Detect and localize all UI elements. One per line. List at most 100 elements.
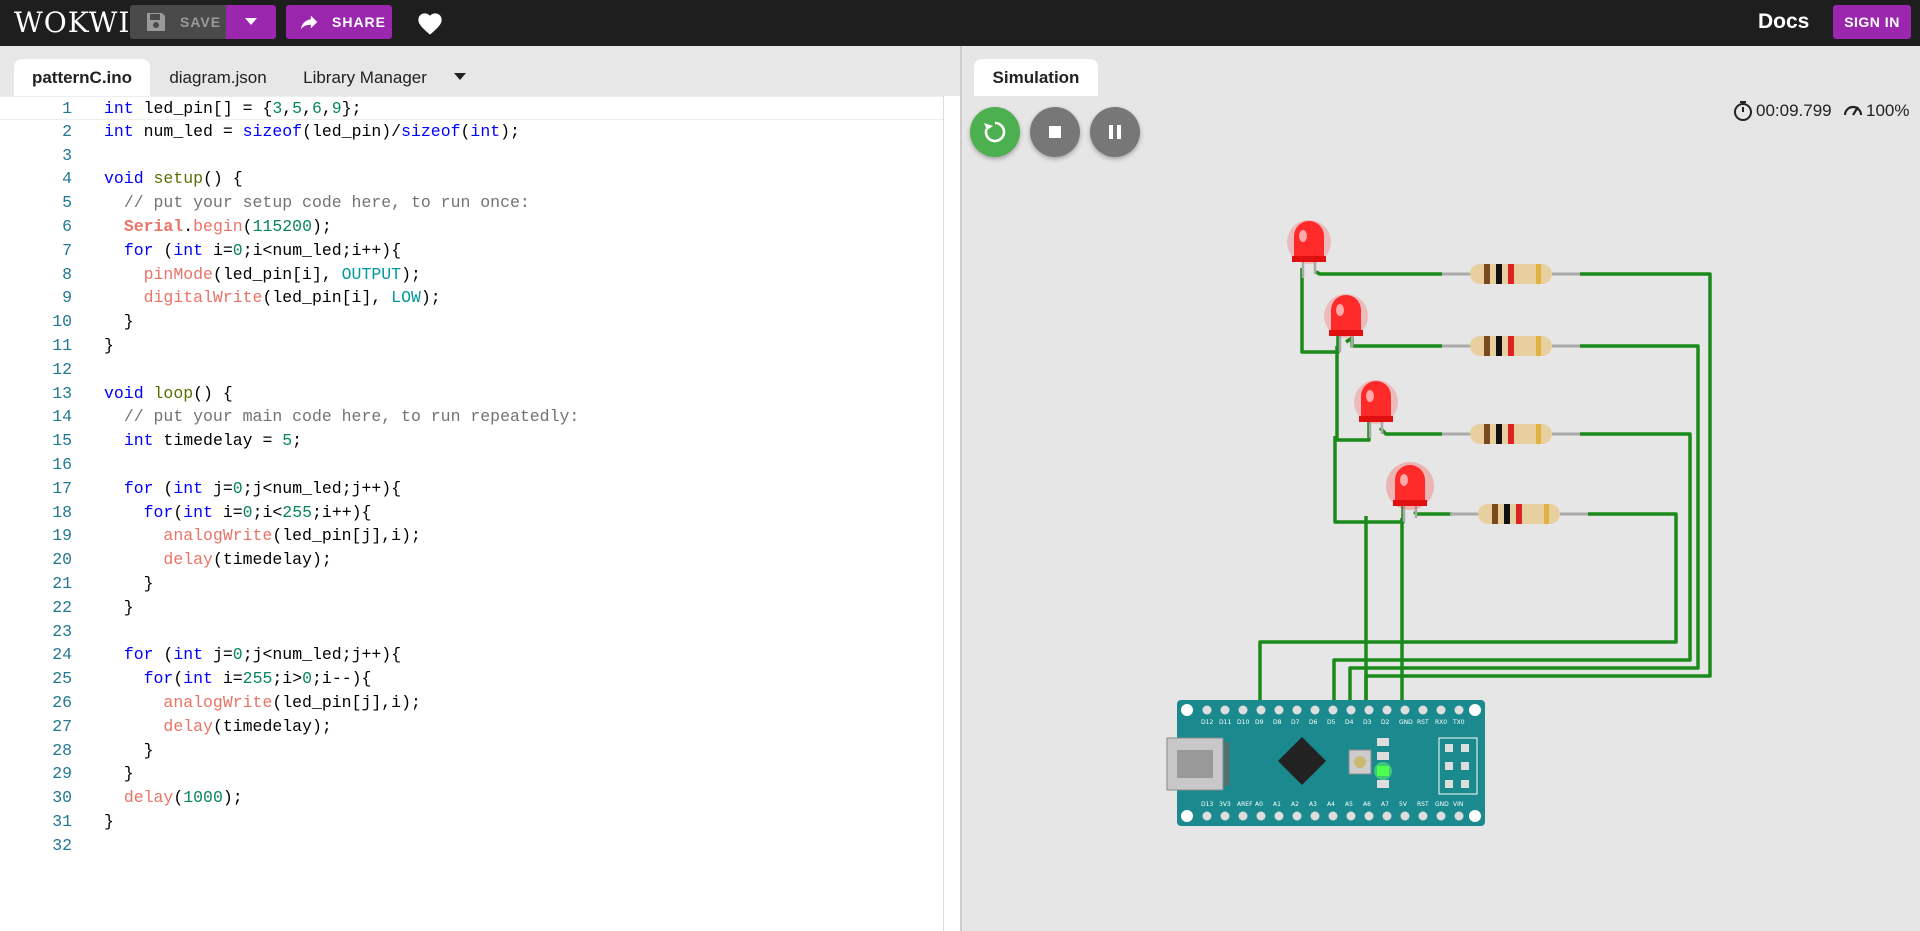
- pin-label: RX0: [1435, 719, 1447, 726]
- code-line[interactable]: 5 // put your setup code here, to run on…: [0, 191, 944, 215]
- code-text: for (int j=0;j<num_led;j++){: [123, 478, 402, 498]
- line-number: 24: [52, 645, 72, 665]
- board-pin[interactable]: [1418, 811, 1428, 821]
- board-pin[interactable]: [1364, 705, 1374, 715]
- heart-icon[interactable]: [416, 10, 444, 36]
- code-line[interactable]: 17 for (int j=0;j<num_led;j++){: [0, 477, 944, 501]
- code-line[interactable]: 18 for(int i=0;i<255;i++){: [0, 501, 944, 525]
- code-line[interactable]: 29 }: [0, 762, 944, 786]
- code-line[interactable]: 25 for(int i=255;i>0;i--){: [0, 667, 944, 691]
- code-line[interactable]: 19 analogWrite(led_pin[j],i);: [0, 524, 944, 548]
- code-line[interactable]: 7 for (int i=0;i<num_led;i++){: [0, 239, 944, 263]
- board-pin[interactable]: [1274, 811, 1284, 821]
- board-pin[interactable]: [1346, 705, 1356, 715]
- pin-label: D13: [1201, 801, 1213, 808]
- tab-diagram-json[interactable]: diagram.json: [169, 68, 267, 87]
- wokwi-logo[interactable]: WOKWI: [14, 6, 131, 39]
- code-line[interactable]: 8 pinMode(led_pin[i], OUTPUT);: [0, 263, 944, 287]
- line-number: 23: [52, 621, 72, 641]
- line-number: 16: [52, 455, 72, 474]
- code-line[interactable]: 21 }: [0, 572, 944, 596]
- board-pin[interactable]: [1364, 811, 1374, 821]
- code-line[interactable]: 12: [0, 358, 944, 382]
- board-pin[interactable]: [1346, 811, 1356, 821]
- line-number: 9: [62, 288, 72, 308]
- panel-divider[interactable]: [960, 46, 962, 931]
- board-pin[interactable]: [1436, 705, 1446, 715]
- wire: [1364, 272, 1712, 710]
- board-pin[interactable]: [1202, 705, 1212, 715]
- code-line[interactable]: 14 // put your main code here, to run re…: [0, 405, 944, 429]
- board-pin[interactable]: [1310, 705, 1320, 715]
- board-pin[interactable]: [1202, 811, 1212, 821]
- wire: [1378, 426, 1442, 436]
- code-line[interactable]: 9 digitalWrite(led_pin[i], LOW);: [0, 286, 944, 310]
- code-line[interactable]: 32: [0, 834, 944, 858]
- board-pin[interactable]: [1220, 811, 1230, 821]
- line-number: 1: [62, 99, 72, 118]
- code-line[interactable]: 31}: [0, 810, 944, 834]
- editor-scrollbar[interactable]: [943, 96, 960, 931]
- board-pin[interactable]: [1220, 705, 1230, 715]
- board-pin[interactable]: [1382, 705, 1392, 715]
- board-pin[interactable]: [1238, 705, 1248, 715]
- board-pin[interactable]: [1436, 811, 1446, 821]
- sign-in-button[interactable]: SIGN IN: [1833, 5, 1911, 39]
- line-number: 13: [52, 383, 72, 403]
- code-line[interactable]: 3: [0, 144, 944, 168]
- code-line[interactable]: 28 }: [0, 739, 944, 763]
- board-pin[interactable]: [1418, 705, 1428, 715]
- save-button[interactable]: SAVE: [130, 5, 226, 39]
- pin-label: D3: [1363, 719, 1372, 726]
- restart-simulation-button[interactable]: [970, 107, 1020, 157]
- board-pin[interactable]: [1382, 811, 1392, 821]
- pin-label: D5: [1327, 719, 1336, 726]
- code-line[interactable]: 11}: [0, 334, 944, 358]
- stop-simulation-button[interactable]: [1030, 107, 1080, 157]
- tab-simulation[interactable]: Simulation: [974, 59, 1098, 96]
- code-line[interactable]: 27 delay(timedelay);: [0, 715, 944, 739]
- board-pin[interactable]: [1238, 811, 1248, 821]
- board-pin[interactable]: [1292, 705, 1302, 715]
- board-pin[interactable]: [1454, 705, 1464, 715]
- board-pin[interactable]: [1454, 811, 1464, 821]
- code-line[interactable]: 26 analogWrite(led_pin[j],i);: [0, 691, 944, 715]
- board-pin[interactable]: [1256, 705, 1266, 715]
- more-tabs-dropdown-icon[interactable]: [454, 73, 466, 80]
- code-line[interactable]: 23: [0, 620, 944, 644]
- code-line[interactable]: 10 }: [0, 310, 944, 334]
- pause-simulation-button[interactable]: [1090, 107, 1140, 157]
- board-pin[interactable]: [1292, 811, 1302, 821]
- share-button[interactable]: SHARE: [286, 5, 392, 39]
- tab-library-manager[interactable]: Library Manager: [303, 68, 427, 87]
- speedometer-icon: [1843, 105, 1863, 116]
- board-pin[interactable]: [1400, 811, 1410, 821]
- code-line[interactable]: 22 }: [0, 596, 944, 620]
- code-line[interactable]: 15 int timedelay = 5;: [0, 429, 944, 453]
- tab-patternc-ino[interactable]: patternC.ino: [14, 59, 150, 96]
- code-line[interactable]: 6 Serial.begin(115200);: [0, 215, 944, 239]
- board-pin[interactable]: [1328, 705, 1338, 715]
- code-line[interactable]: 16: [0, 453, 944, 477]
- code-line[interactable]: 24 for (int j=0;j<num_led;j++){: [0, 643, 944, 667]
- pin-label: TX0: [1452, 719, 1465, 726]
- board-pin[interactable]: [1400, 705, 1410, 715]
- code-text: }: [104, 597, 134, 617]
- board-pin[interactable]: [1328, 811, 1338, 821]
- code-line[interactable]: 30 delay(1000);: [0, 786, 944, 810]
- board-pin[interactable]: [1274, 705, 1284, 715]
- pin-label: D6: [1309, 719, 1318, 726]
- code-line[interactable]: 20 delay(timedelay);: [0, 548, 944, 572]
- line-number: 12: [52, 359, 72, 379]
- pin-label: A4: [1327, 801, 1335, 808]
- docs-link[interactable]: Docs: [1758, 10, 1810, 33]
- board-pin[interactable]: [1310, 811, 1320, 821]
- simulation-timer: 00:09.799: [1732, 100, 1832, 122]
- save-options-dropdown-button[interactable]: [226, 5, 276, 39]
- board-pin[interactable]: [1256, 811, 1266, 821]
